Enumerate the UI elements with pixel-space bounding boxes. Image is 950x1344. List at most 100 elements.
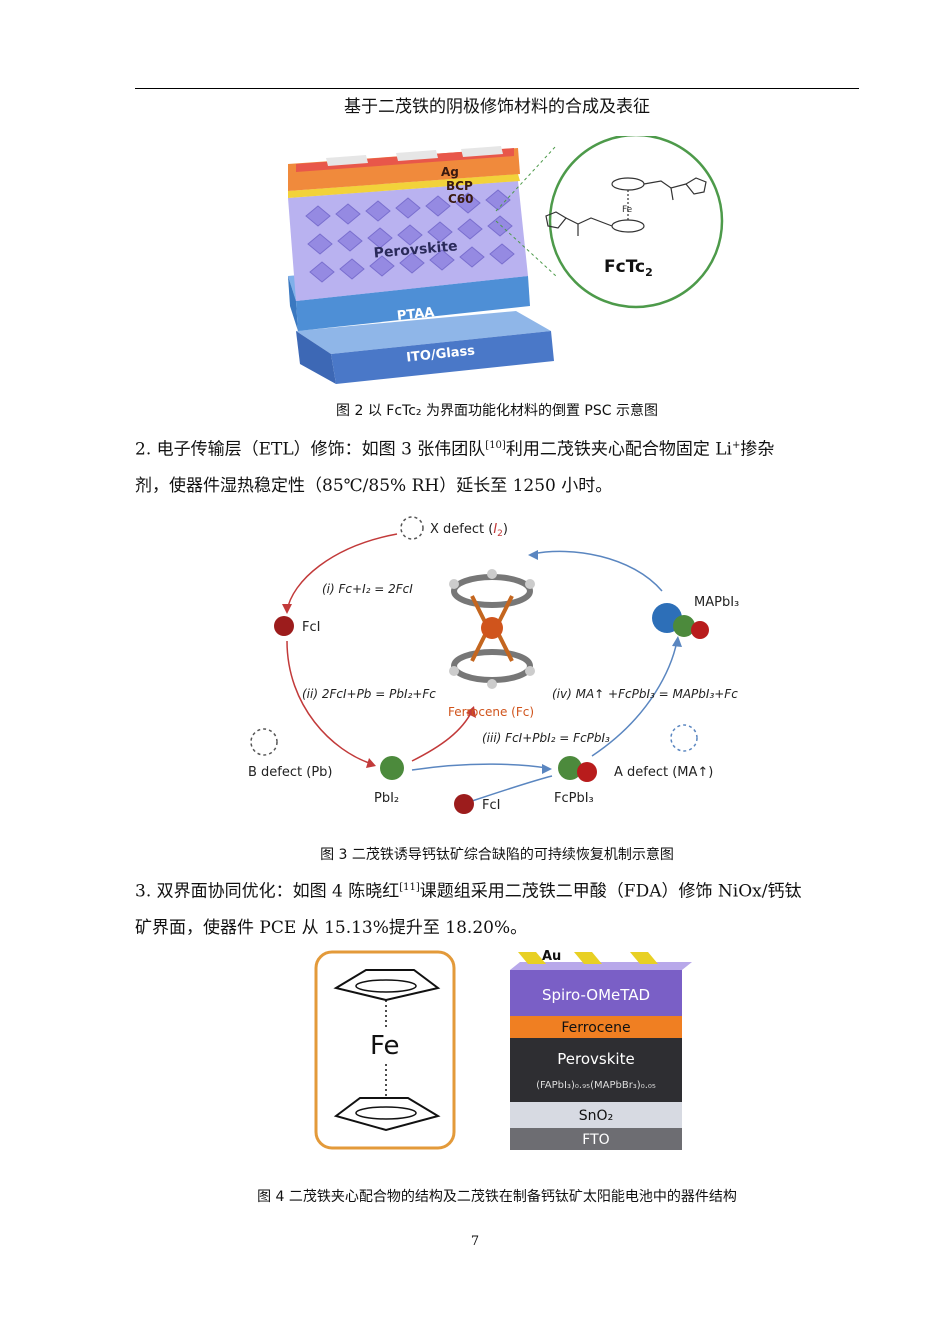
figure-2-illustration: ITO/Glass PTAA Perovskite bbox=[288, 133, 724, 384]
para2-citation: [11] bbox=[399, 882, 420, 893]
x-defect-label: X defect (I2) bbox=[430, 522, 508, 539]
perovskite-layer bbox=[510, 1038, 682, 1102]
arrow-pbi2-to-fcpbi3 bbox=[411, 763, 548, 771]
ferrocene-molecule bbox=[449, 569, 535, 689]
reaction-i: (i) Fc+I₂ = 2FcI bbox=[322, 582, 413, 596]
arrow-head-1 bbox=[282, 604, 292, 614]
para1-text-b: 利用二茂铁夹心配合物固定 Li bbox=[505, 439, 732, 460]
paragraph-dual-interface: 3. 双界面协同优化：如图 4 陈晓红[11]课题组采用二茂铁二甲酸（FDA）修… bbox=[135, 870, 859, 946]
au-stripe-1 bbox=[518, 952, 546, 964]
au-stripe-2 bbox=[574, 952, 602, 964]
molecule-zoom-circle bbox=[548, 133, 724, 309]
b-defect-label: B defect (Pb) bbox=[248, 765, 333, 780]
figure-3-caption: 图 3 二茂铁诱导钙钛矿综合缺陷的可持续恢复机制示意图 bbox=[320, 847, 674, 863]
para1-text-a: 2. 电子传输层（ETL）修饰：如图 3 张伟团队 bbox=[135, 439, 486, 460]
ptaa-side bbox=[288, 276, 298, 331]
ito-front bbox=[331, 331, 554, 384]
reaction-iv: (iv) MA↑ +FcPbI₃ = MAPbI₃+Fc bbox=[552, 687, 738, 701]
ptaa-front bbox=[296, 276, 530, 331]
arrow-mapbi3-to-top bbox=[531, 550, 663, 592]
layer-perovskite-label: Perovskite bbox=[557, 1050, 634, 1068]
x-defect-icon bbox=[400, 516, 424, 540]
zoom-line-bottom bbox=[495, 220, 557, 277]
zoom-line-top bbox=[495, 145, 557, 212]
reaction-ii: (ii) 2FcI+Pb = PbI₂+Fc bbox=[302, 687, 436, 701]
mapbi3-sphere-green bbox=[673, 615, 695, 637]
figure-3: X defect (I2) Ferrocene (Fc) bbox=[232, 506, 764, 826]
reaction-iii: (iii) FcI+PbI₂ = FcPbI₃ bbox=[482, 731, 610, 745]
fto-layer bbox=[510, 1128, 682, 1150]
arrow-head-4 bbox=[542, 764, 552, 774]
fci-lower-label: FcI bbox=[482, 798, 500, 813]
layer-spiro-label: Spiro-OMeTAD bbox=[542, 986, 650, 1004]
perovskite-octahedra bbox=[305, 189, 515, 283]
paragraph-etl: 2. 电子传输层（ETL）修饰：如图 3 张伟团队[10]利用二茂铁夹心配合物固… bbox=[135, 428, 859, 504]
figure-2: ITO/Glass PTAA Perovskite bbox=[266, 133, 728, 386]
top-cp-ring bbox=[333, 969, 441, 1002]
figure-4-caption: 图 4 二茂铁夹心配合物的结构及二茂铁在制备钙钛矿太阳能电池中的器件结构 bbox=[257, 1189, 737, 1205]
ag-electrode-2 bbox=[396, 150, 438, 161]
figure-4-illustration: Fe Au Spiro-OMeTAD Ferrocene Perovskite … bbox=[314, 949, 692, 1150]
fcpbi3-sphere-green bbox=[558, 756, 582, 780]
para1-citation: [10] bbox=[485, 440, 506, 451]
ag-electrode-3 bbox=[461, 146, 503, 157]
ferrocene-frame bbox=[314, 950, 456, 1150]
arrow-head-2 bbox=[366, 758, 376, 768]
layer-sno2-label: SnO₂ bbox=[579, 1108, 613, 1124]
layer-au-label: Au bbox=[542, 949, 561, 964]
fci-label: FcI bbox=[302, 620, 320, 635]
arrow-fcpbi3-to-mapbi3 bbox=[591, 640, 678, 757]
b-defect-icon bbox=[250, 728, 278, 756]
ito-top bbox=[296, 311, 551, 354]
arrow-x-defect-to-fci bbox=[286, 533, 398, 612]
layer-ito-label: ITO/Glass bbox=[406, 343, 476, 365]
figure-3-diagram: X defect (I2) Ferrocene (Fc) bbox=[248, 516, 739, 814]
figure-4: Fe Au Spiro-OMeTAD Ferrocene Perovskite … bbox=[296, 948, 704, 1154]
layer-ag-label: Ag bbox=[441, 165, 459, 179]
bottom-cp-ellipse bbox=[355, 1106, 417, 1120]
running-header: 基于二茂铁的阴极修饰材料的合成及表征 bbox=[344, 97, 650, 117]
fci-sphere bbox=[274, 616, 294, 636]
fcpbi3-label: FcPbI₃ bbox=[554, 791, 594, 806]
para1-superscript: + bbox=[731, 440, 741, 451]
arrow-fci-to-fcpbi3 bbox=[471, 775, 553, 802]
fci-lower-sphere bbox=[454, 794, 474, 814]
spiro-layer bbox=[510, 970, 682, 1016]
arrow-head-5 bbox=[672, 636, 682, 647]
arrow-pbi2-to-fc bbox=[411, 710, 473, 762]
layer-perovskite-label: Perovskite bbox=[373, 238, 458, 261]
pbi2-sphere bbox=[380, 756, 404, 780]
layer-ferrocene-label: Ferrocene bbox=[561, 1020, 630, 1036]
layer-c60-label: C60 bbox=[448, 192, 474, 206]
mapbi3-label: MAPbI₃ bbox=[694, 595, 739, 610]
mapbi3-sphere-red bbox=[691, 621, 709, 639]
sno2-layer bbox=[510, 1102, 682, 1128]
para2-text-a: 3. 双界面协同优化：如图 4 陈晓红 bbox=[135, 881, 400, 902]
bottom-cp-ring bbox=[333, 1097, 441, 1132]
fe-atom-label: Fe bbox=[622, 205, 633, 215]
para2-line2: 矿界面，使器件 PCE 从 15.13%提升至 18.20%。 bbox=[135, 917, 528, 938]
arrow-fci-to-pbi2 bbox=[286, 640, 373, 765]
header-rule bbox=[135, 88, 859, 89]
c60-layer bbox=[288, 174, 520, 198]
arrow-head-3 bbox=[466, 706, 476, 718]
top-cp-ellipse bbox=[355, 979, 417, 993]
layer-perovskite-formula: (FAPbI₃)₀.₉₅(MAPbBr₃)₀.₀₅ bbox=[536, 1080, 656, 1091]
layer-ptaa-label: PTAA bbox=[396, 305, 435, 324]
para2-text-b: 课题组采用二茂铁二甲酸（FDA）修饰 NiOx/钙钛 bbox=[419, 881, 802, 902]
para1-text-c: 掺杂 bbox=[740, 439, 775, 460]
fctc2-label: FcTc2 bbox=[604, 257, 653, 279]
pbi2-label: PbI₂ bbox=[374, 791, 399, 806]
figure-2-caption: 图 2 以 FcTc₂ 为界面功能化材料的倒置 PSC 示意图 bbox=[336, 403, 658, 419]
page-number: 7 bbox=[470, 1234, 480, 1249]
au-stripe-3 bbox=[630, 952, 658, 964]
para1-line2: 剂，使器件湿热稳定性（85℃/85% RH）延长至 1250 小时。 bbox=[135, 475, 613, 496]
a-defect-label: A defect (MA↑) bbox=[614, 765, 713, 780]
layer-fto-label: FTO bbox=[582, 1132, 609, 1148]
ag-electrode-1 bbox=[326, 155, 368, 166]
fctc2-structure bbox=[545, 177, 707, 236]
a-defect-icon bbox=[670, 724, 698, 752]
fe-label: Fe bbox=[370, 1031, 400, 1061]
ferrocene-label: Ferrocene (Fc) bbox=[448, 705, 534, 719]
layer-bcp-label: BCP bbox=[446, 179, 473, 193]
